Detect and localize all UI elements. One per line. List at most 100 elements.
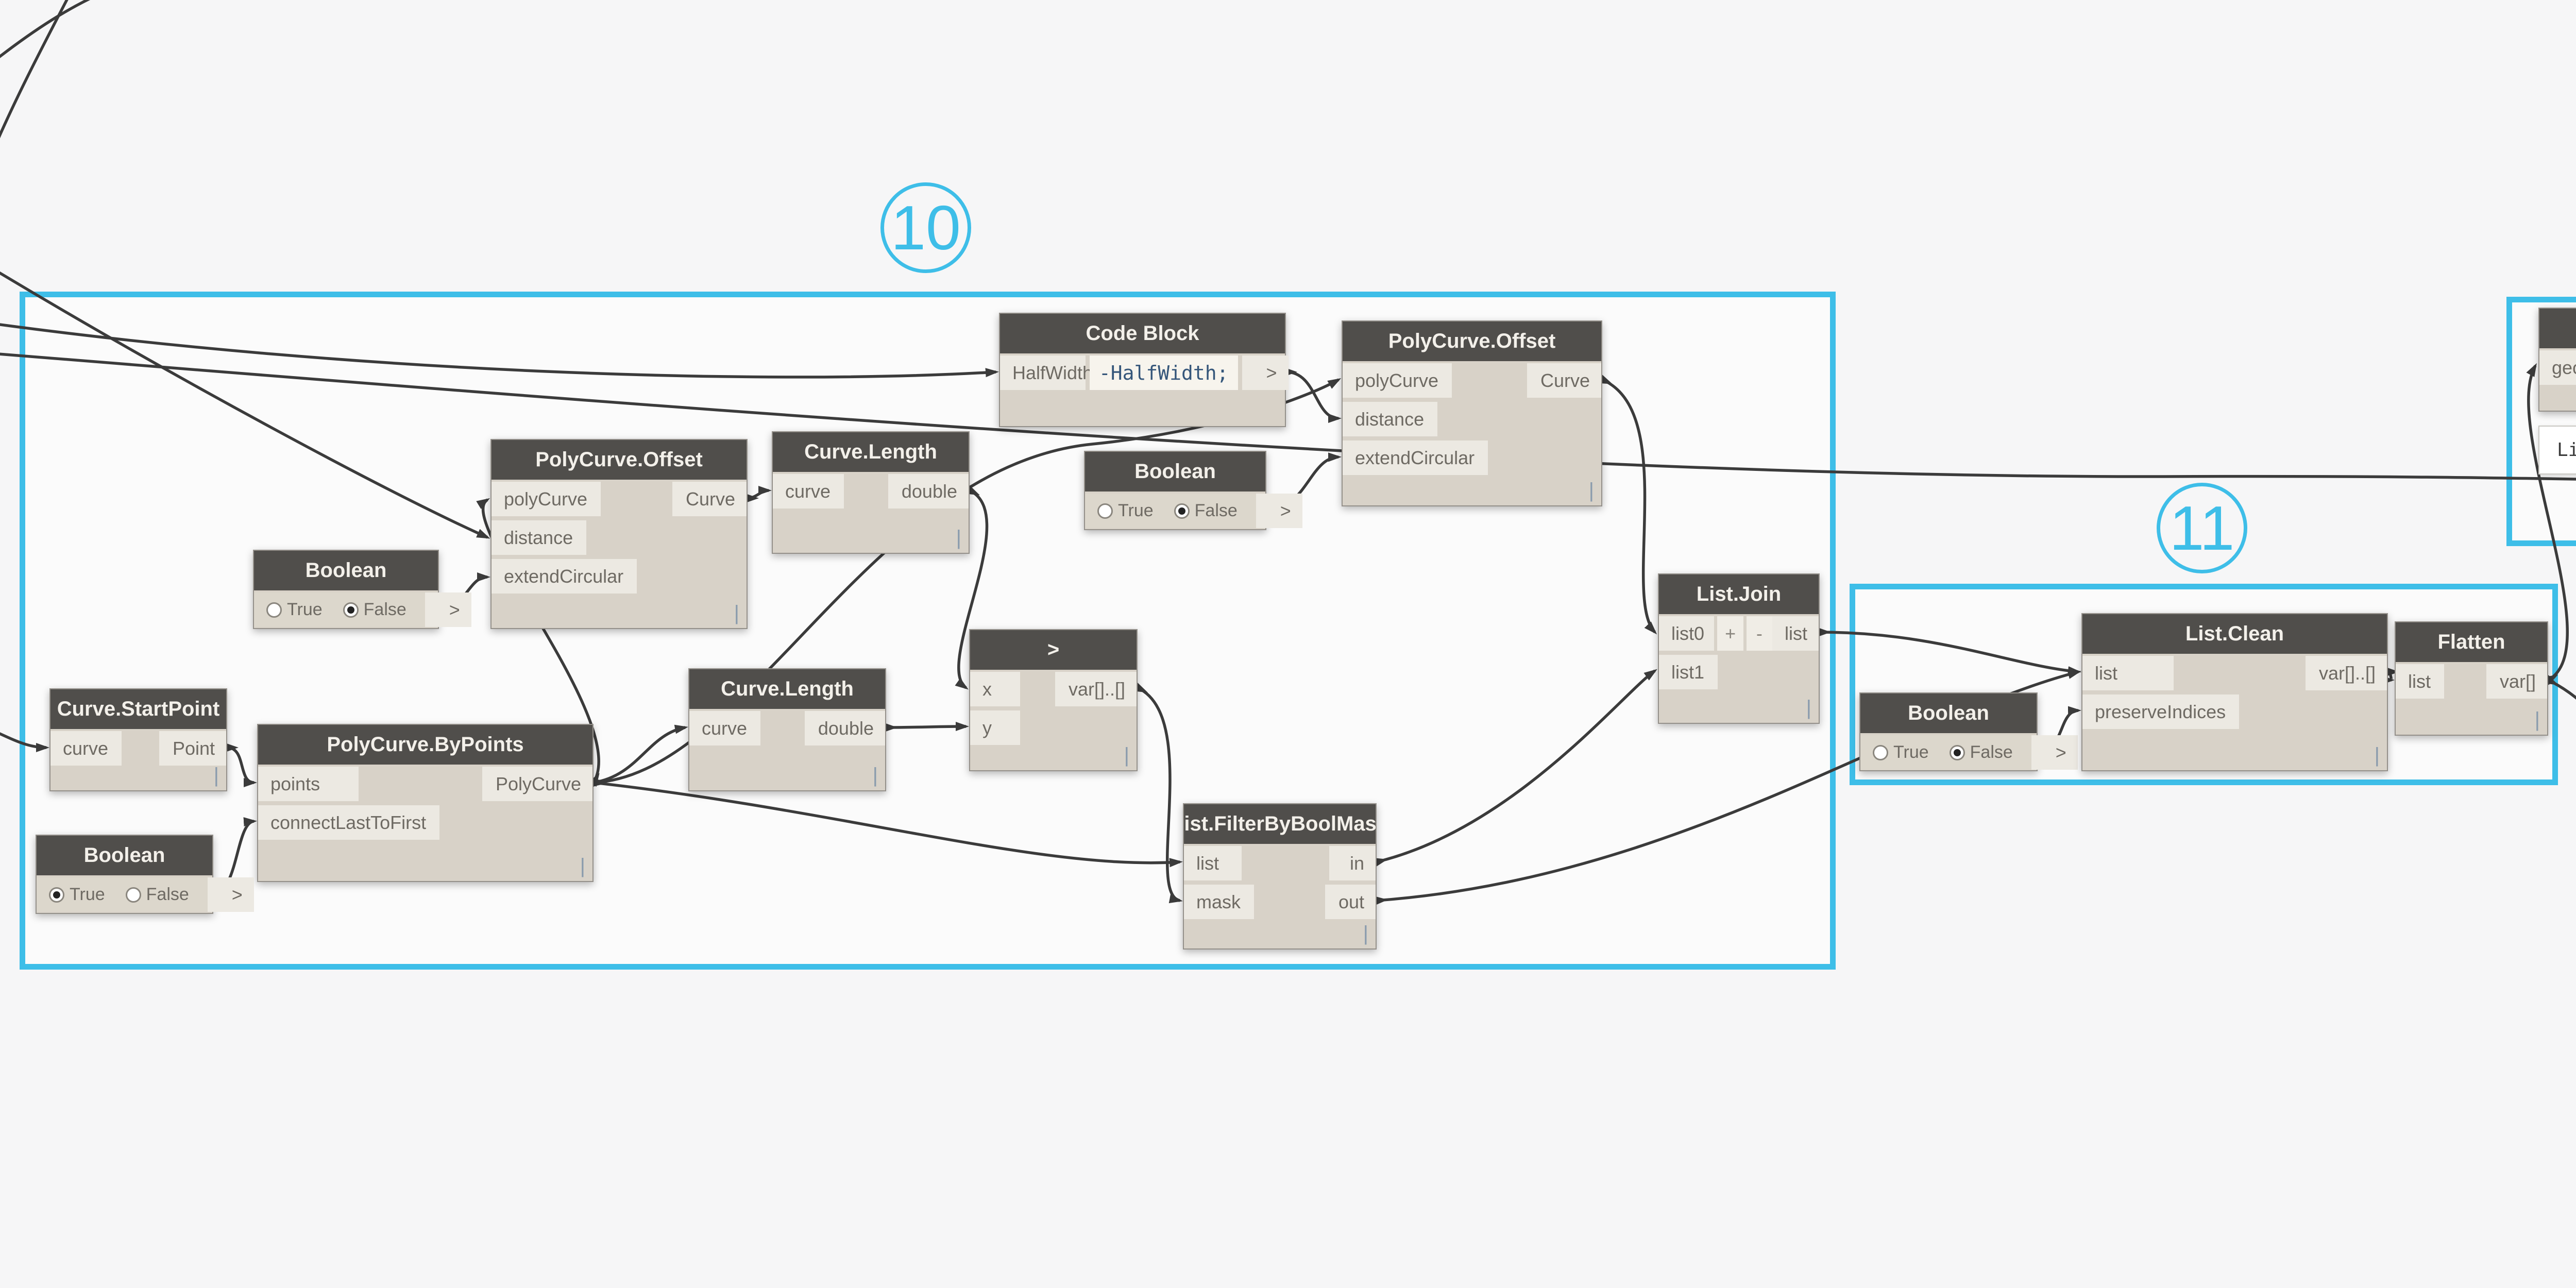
wire[interactable] [2544,675,2576,817]
code-expression[interactable]: -HalfWidth; [1089,355,1238,390]
radio-false[interactable]: False [343,600,406,620]
output-port-var[interactable]: var[] [2486,664,2547,699]
input-port-mask[interactable]: mask [1184,885,1255,919]
output-port-list[interactable]: list [1772,616,1819,651]
wire[interactable] [0,323,999,379]
wire[interactable] [0,265,490,539]
radio-circle[interactable] [1949,744,1965,760]
wire[interactable] [225,742,257,787]
input-port-polycurve[interactable]: polyCurve [492,482,601,516]
wire[interactable] [0,0,72,165]
output-port-double[interactable]: double [804,711,885,745]
input-port-list[interactable]: list [2396,664,2444,699]
radio-false[interactable]: False [125,885,189,905]
wire[interactable] [1283,367,1342,423]
input-port-list[interactable]: list [1184,846,1242,880]
radio-circle[interactable] [125,887,141,903]
node-title: Code Block [1000,314,1285,353]
output-port-in[interactable]: in [1329,846,1376,880]
wire[interactable] [2526,363,2569,685]
wire[interactable] [591,777,1183,868]
input-port-list1[interactable]: list1 [1659,655,1718,689]
wire[interactable] [1373,669,1657,867]
output-port-[interactable]: > [425,592,471,627]
input-port-curve[interactable]: curve [689,711,761,745]
input-port-distance[interactable]: distance [1343,402,1438,436]
output-port-[interactable]: > [2031,735,2078,770]
input-port-halfwidth[interactable]: HalfWidth [1000,355,1093,390]
wire[interactable] [1133,683,1183,903]
wire[interactable] [1598,375,1657,635]
radio-false[interactable]: False [1174,501,1238,521]
add-input-button[interactable]: + [1717,616,1743,651]
radio-true[interactable]: True [1097,501,1154,521]
remove-input-button[interactable]: - [1746,616,1772,651]
input-port-connectlasttofirst[interactable]: connectLastToFirst [258,805,440,840]
input-port-x[interactable]: x [970,672,1020,706]
radio-true[interactable]: True [1873,742,1929,762]
radio-circle[interactable] [343,602,359,618]
wire[interactable] [0,729,49,752]
radio-circle[interactable] [1097,503,1113,519]
geometry-explode[interactable]: Geometry.ExplodegeometryGeometry[]| [2538,308,2576,412]
output-port-[interactable]: > [207,877,254,912]
input-port-points[interactable]: points [258,767,359,801]
radio-circle[interactable] [1873,744,1888,760]
input-port-y[interactable]: y [970,710,1020,745]
radio-circle[interactable] [49,887,64,903]
output-port-curve[interactable]: Curve [1527,363,1601,398]
output-port-polycurve[interactable]: PolyCurve [482,767,592,801]
boolean-options: True False [254,592,425,627]
output-port-curve[interactable]: Curve [672,482,747,516]
radio-false[interactable]: False [1949,742,2013,762]
input-port-list[interactable]: list [2082,656,2174,690]
radio-circle[interactable] [1174,503,1190,519]
output-port-point[interactable]: Point [159,731,226,766]
list-dropdown[interactable]: List [2538,426,2576,474]
input-port-geometry[interactable]: geometry [2539,350,2576,385]
output-port-[interactable]: > [1256,494,1302,528]
input-port-curve[interactable]: curve [50,731,122,766]
output-port-out[interactable]: out [1325,885,1376,919]
input-port-distance[interactable]: distance [492,520,587,555]
input-port-extendcircular[interactable]: extendCircular [1343,440,1488,475]
input-port-extendcircular[interactable]: extendCircular [492,559,637,594]
input-port-curve[interactable]: curve [773,474,844,509]
input-port-polycurve[interactable]: polyCurve [1343,363,1452,398]
wire[interactable] [745,486,772,503]
output-port-[interactable]: > [1242,355,1289,390]
input-port-preserveindices[interactable]: preserveIndices [2082,694,2240,729]
wire[interactable] [1817,627,2081,676]
radio-true[interactable]: True [266,600,323,620]
output-port-var[interactable]: var[]..[] [2305,656,2387,690]
node-title: PolyCurve.Offset [1343,321,1601,361]
wire[interactable] [0,352,2576,482]
wire[interactable] [0,0,116,64]
wire[interactable] [884,722,969,733]
wire[interactable] [955,485,989,690]
output-port-double[interactable]: double [888,474,969,509]
radio-circle[interactable] [266,602,282,618]
input-port-list0[interactable]: list0 [1659,616,1715,651]
wire[interactable] [2381,667,2399,685]
lacing-indicator: | [1124,744,1129,767]
lacing-indicator: | [2534,708,2540,731]
radio-true[interactable]: True [49,885,105,905]
output-port-var[interactable]: var[]..[] [1055,672,1137,706]
